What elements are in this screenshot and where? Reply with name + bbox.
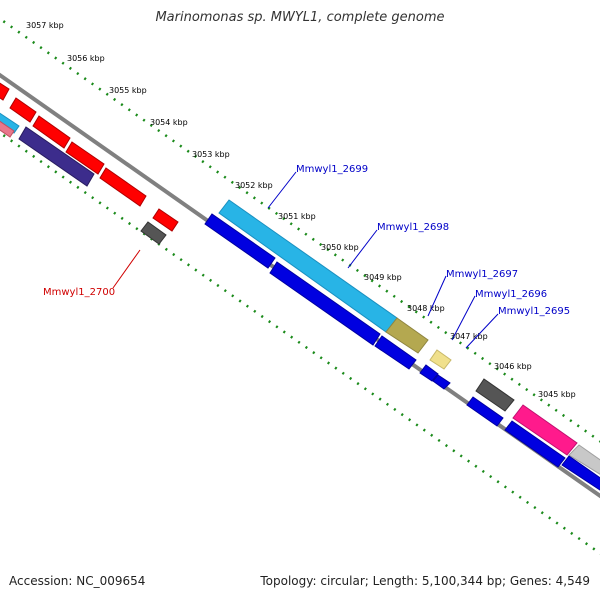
gene-feature-gray-left[interactable]: [140, 221, 167, 245]
gene-feature-blue[interactable]: [432, 374, 451, 390]
ruler-tick-label: 3052 kbp: [235, 181, 273, 190]
gene-feature-red[interactable]: [0, 82, 10, 101]
gene-feature-pink[interactable]: [0, 120, 15, 138]
inner-ruler-line: [0, 131, 600, 555]
ruler-tick-label: 3051 kbp: [278, 212, 316, 221]
label-leader-line: [267, 171, 297, 209]
ruler-tick-label: 3053 kbp: [192, 150, 230, 159]
gene-label[interactable]: Mmwyl1_2698: [377, 222, 449, 233]
gene-label[interactable]: Mmwyl1_2696: [475, 289, 547, 300]
label-leader-line: [427, 275, 447, 317]
gene-feature-red[interactable]: [99, 167, 147, 207]
gene-label[interactable]: Mmwyl1_2699: [296, 164, 368, 175]
accession-text: Accession: NC_009654: [9, 574, 146, 588]
ruler-tick-label: 3056 kbp: [67, 54, 105, 63]
label-leader-line: [112, 249, 141, 289]
gene-feature-blue[interactable]: [269, 261, 381, 346]
gene-feature-lightgray[interactable]: [568, 444, 600, 478]
gene-label[interactable]: Mmwyl1_2695: [498, 306, 570, 317]
ruler-tick-label: 3054 kbp: [150, 118, 188, 127]
outer-ruler-line: [0, 17, 600, 443]
genome-summary-text: Topology: circular; Length: 5,100,344 bp…: [260, 574, 590, 588]
gene-feature-red[interactable]: [9, 97, 37, 123]
gene-label[interactable]: Mmwyl1_2700: [43, 287, 115, 298]
ruler-tick-label: 3047 kbp: [450, 332, 488, 341]
ruler-tick-label: 3045 kbp: [538, 390, 576, 399]
gene-feature-red[interactable]: [32, 115, 71, 149]
gene-feature-red[interactable]: [65, 141, 105, 175]
ruler-tick-label: 3055 kbp: [109, 86, 147, 95]
label-leader-line: [451, 295, 476, 341]
ruler-tick-label: 3050 kbp: [321, 243, 359, 252]
gene-feature-blue[interactable]: [204, 213, 276, 269]
map-title: Marinomonas sp. MWYL1, complete genome: [155, 10, 445, 25]
gene-feature-blue[interactable]: [466, 396, 504, 427]
ruler-tick-label: 3048 kbp: [407, 304, 445, 313]
gene-feature-2697[interactable]: [429, 349, 452, 370]
gene-feature-blue[interactable]: [374, 335, 417, 370]
ruler-tick-label: 3046 kbp: [494, 362, 532, 371]
label-leader-line: [465, 313, 499, 349]
gene-label[interactable]: Mmwyl1_2697: [446, 269, 518, 280]
gene-feature-2698[interactable]: [385, 317, 429, 354]
gene-feature-purple[interactable]: [18, 126, 95, 187]
ruler-tick-label: 3049 kbp: [364, 273, 402, 282]
ruler-tick-label: 3057 kbp: [26, 21, 64, 30]
gene-feature-blue[interactable]: [419, 364, 439, 382]
gene-feature-cyan[interactable]: [0, 112, 20, 134]
gene-feature-magenta[interactable]: [512, 404, 578, 456]
gene-feature-blue[interactable]: [504, 420, 566, 468]
gene-feature-red[interactable]: [152, 208, 179, 232]
gene-feature-blue[interactable]: [561, 455, 600, 494]
label-leader-line: [347, 229, 378, 269]
gene-feature-gray-right[interactable]: [475, 378, 515, 412]
